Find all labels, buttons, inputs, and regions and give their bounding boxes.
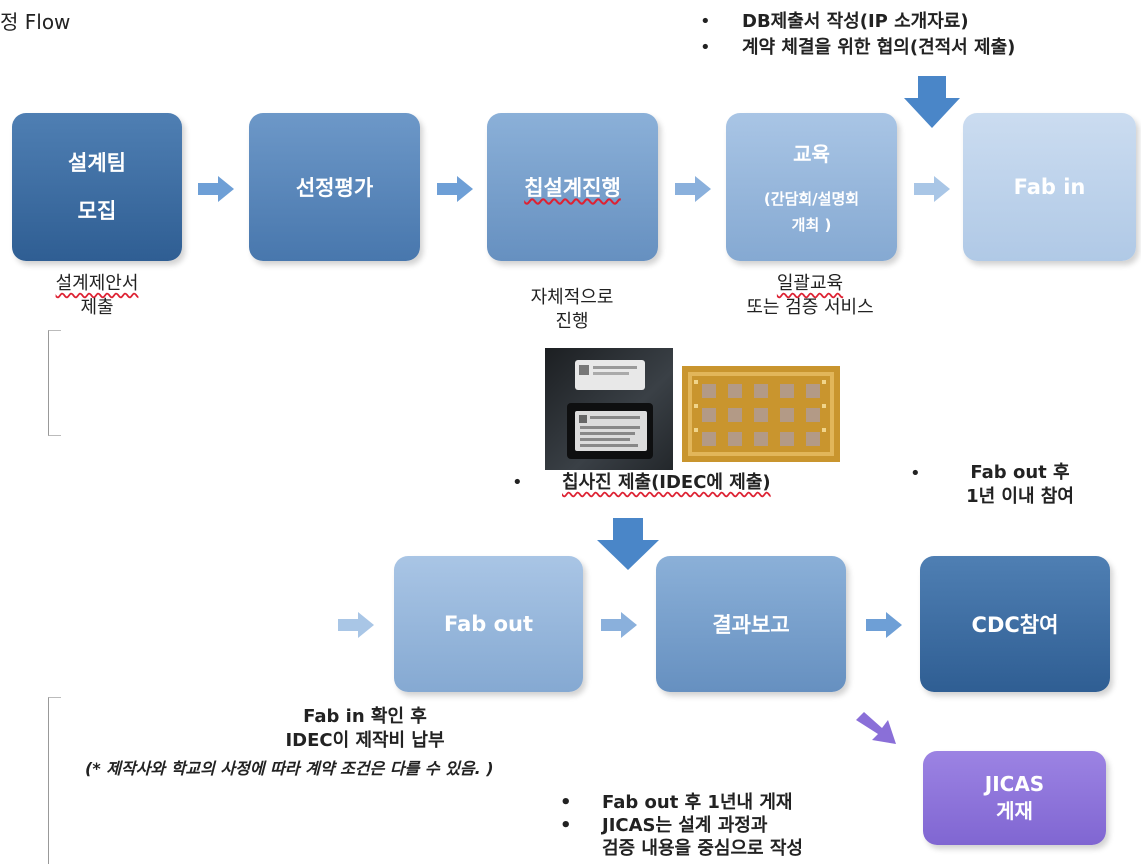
recruit-team-line1: 설계팀	[68, 151, 126, 175]
top-bullet-2: •계약 체결을 위한 협의(견적서 제출)	[700, 37, 1016, 58]
arrow-right-7	[866, 612, 902, 638]
top-bullet-1: •DB제출서 작성(IP 소개자료)	[700, 11, 969, 32]
top-bullet-2-text: 계약 체결을 위한 협의(견적서 제출)	[742, 37, 1016, 58]
arrow-right-5	[338, 612, 374, 638]
bottom-bullet-3-text: 검증 내용을 중심으로 작성	[602, 838, 803, 859]
education-line3: 개최 )	[791, 215, 832, 234]
caption-education-line2: 또는 검증 서비스	[746, 297, 874, 318]
bottom-bullet-1-text: Fab out 후 1년내 게재	[602, 792, 793, 813]
recruit-team-box: 설계팀 모집	[12, 113, 182, 261]
page-title-fragment: 정 Flow	[0, 10, 71, 34]
cdc-label: CDC참여	[971, 613, 1059, 637]
chip-photo-package	[545, 348, 673, 470]
photo-bullet-text: 칩사진 제출(IDEC에 제출)	[562, 472, 771, 493]
bottom-bullet-2: •JICAS는 설계 과정과	[560, 815, 768, 836]
chip-design-label: 칩설계진행	[524, 176, 621, 200]
fabout-bullet-line1: Fab out 후	[970, 462, 1070, 483]
selection-eval-label: 선정평가	[295, 176, 374, 200]
caption-proposal-line2: 제출	[80, 297, 114, 318]
down-arrow-top	[904, 76, 960, 128]
caption-education-line1: 일괄교육	[776, 273, 844, 294]
bottom-bullet-1: •Fab out 후 1년내 게재	[560, 792, 793, 813]
arrow-right-4	[914, 176, 950, 202]
fab-in-label: Fab in	[1013, 175, 1086, 199]
bracket-top	[48, 330, 61, 436]
down-arrow-middle	[597, 518, 659, 570]
bracket-bottom	[48, 697, 61, 864]
fabout-bullet: •	[910, 463, 921, 485]
fab-out-box: Fab out	[394, 556, 583, 692]
chip-design-box: 칩설계진행	[487, 113, 658, 261]
fab-in-box: Fab in	[963, 113, 1136, 261]
fab-out-label: Fab out	[443, 612, 534, 636]
chip-photo-die	[682, 366, 840, 462]
jicas-line1: JICAS	[984, 772, 1045, 796]
fabin-note: Fab in 확인 후 IDEC이 제작비 납부	[250, 705, 480, 753]
contract-remark: (* 제작사와 학교의 사정에 따라 계약 조건은 다를 수 있음. )	[85, 759, 494, 778]
recruit-team-line2: 모집	[77, 199, 117, 223]
arrow-right-1	[198, 176, 234, 202]
chip-die-drawing	[682, 366, 840, 462]
caption-self-line2: 진행	[555, 311, 589, 332]
selection-eval-box: 선정평가	[249, 113, 420, 261]
arrow-right-3	[675, 176, 711, 202]
caption-proposal-line1: 설계제안서	[55, 273, 139, 294]
photo-bullet: •칩사진 제출(IDEC에 제출)	[512, 472, 771, 493]
fabout-bullet-dot: •	[910, 463, 921, 484]
jicas-line2: 게재	[996, 799, 1033, 823]
caption-education: 일괄교육 또는 검증 서비스	[700, 272, 920, 320]
top-bullet-1-text: DB제출서 작성(IP 소개자료)	[742, 11, 969, 32]
fabout-bullet-text: Fab out 후 1년 이내 참여	[935, 461, 1105, 509]
result-report-box: 결과보고	[656, 556, 846, 692]
arrow-right-6	[601, 612, 637, 638]
fabin-note-line1: Fab in 확인 후	[303, 706, 427, 727]
bottom-bullet-2-text: JICAS는 설계 과정과	[602, 815, 768, 836]
chip-package-drawing	[567, 360, 653, 459]
fabin-note-line2: IDEC이 제작비 납부	[285, 730, 445, 751]
caption-self: 자체적으로 진행	[492, 286, 652, 334]
fabout-bullet-line2: 1년 이내 참여	[966, 486, 1074, 507]
caption-self-line1: 자체적으로	[530, 287, 614, 308]
bottom-bullet-3: 검증 내용을 중심으로 작성	[602, 838, 803, 860]
arrow-right-2	[437, 176, 473, 202]
education-box: 교육 (간담회/설명회 개최 )	[726, 113, 897, 261]
education-line1: 교육	[793, 141, 830, 166]
caption-proposal: 설계제안서 제출	[22, 272, 172, 320]
jicas-box: JICAS 게재	[923, 751, 1106, 845]
result-report-label: 결과보고	[712, 613, 790, 637]
arrow-diagonal-purple	[856, 712, 896, 744]
cdc-box: CDC참여	[920, 556, 1110, 692]
education-line2: (간담회/설명회	[763, 189, 860, 208]
